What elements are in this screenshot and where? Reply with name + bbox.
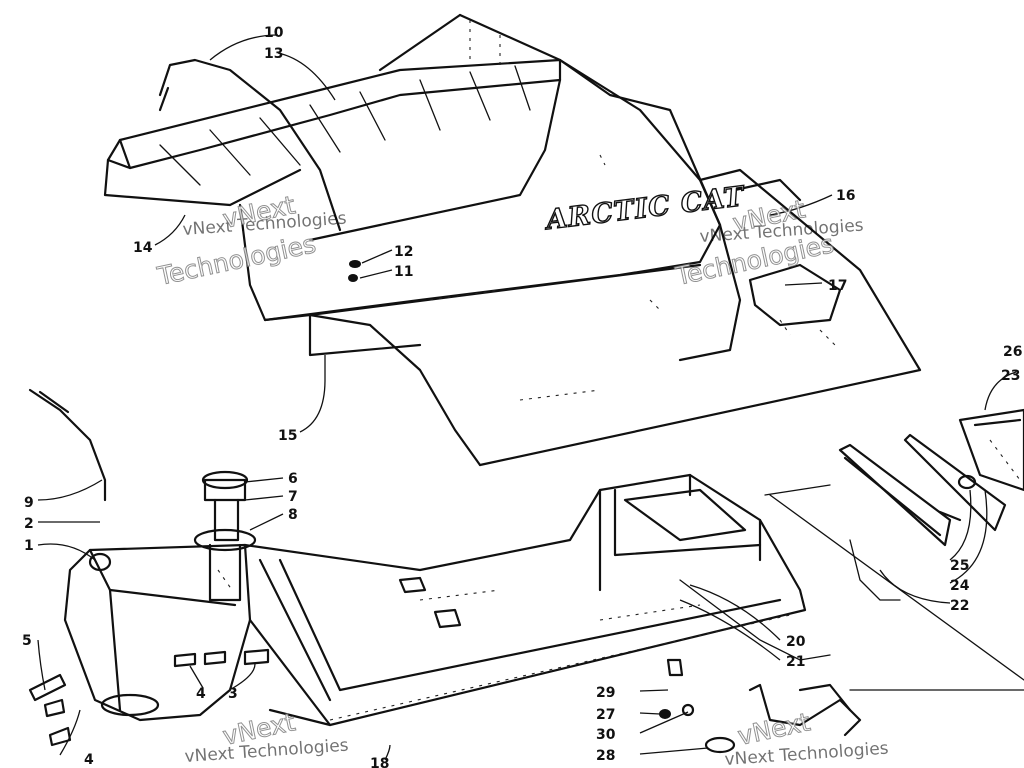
callout-10: 10 (264, 25, 284, 41)
leader-lines (37, 34, 1024, 761)
callout-1: 1 (24, 538, 34, 554)
callout-24: 24 (950, 578, 970, 594)
callout-4-lower: 4 (84, 752, 94, 768)
callout-26: 26 (1003, 344, 1022, 360)
callout-7: 7 (288, 489, 298, 505)
callout-9: 9 (24, 495, 34, 511)
watermarks: vNext Technologies Technologies vNext Te… (154, 190, 890, 768)
callout-11: 11 (394, 264, 413, 280)
callout-21: 21 (786, 654, 805, 670)
callout-23: 23 (1001, 368, 1020, 384)
callout-18: 18 (370, 756, 389, 768)
callout-20: 20 (786, 634, 806, 650)
chassis-assembly (28, 388, 901, 754)
callout-13: 13 (264, 46, 283, 62)
callout-2: 2 (24, 516, 34, 532)
callout-27: 27 (596, 707, 615, 723)
tail-light-assembly (838, 408, 1024, 547)
callout-15: 15 (278, 428, 297, 444)
callout-14: 14 (133, 240, 153, 256)
callout-16: 16 (836, 188, 855, 204)
callout-25: 25 (950, 558, 969, 574)
callout-12: 12 (394, 244, 413, 260)
watermark-big-left: Technologies (154, 229, 318, 291)
callout-labels: 10 13 14 12 11 16 17 15 26 23 9 2 1 6 7 … (22, 25, 1022, 768)
callout-28: 28 (596, 748, 615, 764)
callout-30: 30 (596, 727, 616, 743)
callout-5: 5 (22, 633, 32, 649)
callout-17: 17 (828, 278, 847, 294)
callout-8: 8 (288, 507, 298, 523)
callout-4-upper: 4 (196, 686, 206, 702)
callout-29: 29 (596, 685, 615, 701)
callout-3: 3 (228, 686, 238, 702)
callout-22: 22 (950, 598, 969, 614)
callout-6: 6 (288, 471, 298, 487)
seat-assembly (103, 13, 922, 467)
